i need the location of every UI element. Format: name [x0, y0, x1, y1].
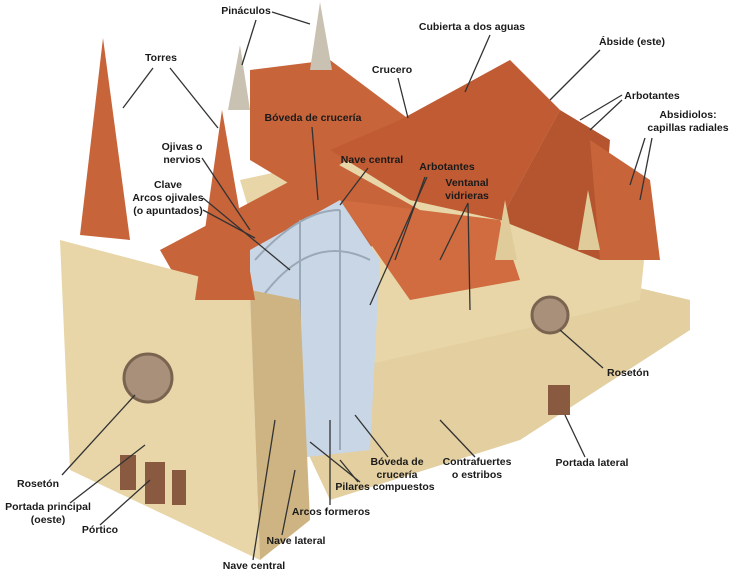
label-line: crucería	[376, 469, 418, 481]
pinnacle-1	[228, 45, 250, 110]
pinnacle-4	[578, 190, 600, 250]
label-line: capillas radiales	[647, 122, 729, 134]
label-portada-principal: Portada principal(oeste)	[5, 501, 91, 527]
label-line: Absidiolos:	[659, 109, 717, 121]
north-tower-spire	[80, 38, 130, 240]
label-line: (oeste)	[30, 514, 66, 526]
label-torres: Torres	[145, 52, 177, 64]
label-line: Ventanal	[445, 177, 489, 189]
label-portada-lateral: Portada lateral	[555, 457, 629, 469]
label-line: nervios	[163, 154, 201, 166]
west-rose-window	[122, 352, 174, 404]
label-roseton-left: Rosetón	[17, 478, 59, 490]
label-abside: Ábside (este)	[599, 36, 665, 48]
east-roof	[590, 140, 660, 260]
facade-side	[250, 290, 310, 560]
label-nave-lateral: Nave lateral	[266, 535, 326, 547]
label-pinaculos: Pináculos	[221, 5, 271, 17]
side-portal	[548, 385, 570, 415]
label-line: vidrieras	[445, 190, 489, 202]
label-line: Bóveda de	[370, 456, 424, 468]
label-nave-central-top: Nave central	[340, 154, 404, 166]
label-line: Clave	[153, 179, 183, 191]
label-nave-central-bottom: Nave central	[222, 560, 286, 572]
rib-vault	[254, 209, 371, 450]
label-line: o estribos	[451, 469, 503, 481]
label-line: Contrafuertes	[442, 456, 512, 468]
label-arbotantes-right: Arbotantes	[624, 90, 680, 102]
apse-roof	[500, 110, 610, 260]
label-crucero: Crucero	[371, 64, 413, 76]
label-absidiolos: Absidiolos:capillas radiales	[647, 109, 728, 135]
label-pilares: Pilares compuestos	[335, 481, 435, 493]
pinnacle-2	[310, 2, 332, 70]
label-cubierta: Cubierta a dos aguas	[418, 21, 526, 33]
label-boveda-top: Bóveda de crucería	[264, 112, 362, 124]
south-rose-window	[530, 295, 570, 335]
aisle-roof	[340, 200, 520, 300]
south-tower-spire	[195, 110, 255, 300]
label-line: Ojivas o	[161, 141, 203, 153]
label-arbotantes-mid: Arbotantes	[419, 161, 475, 173]
label-portico: Pórtico	[81, 524, 119, 536]
nave-roof	[250, 60, 410, 190]
leader-lines	[61, 11, 653, 561]
label-roseton-right: Rosetón	[607, 367, 649, 379]
portal-left	[120, 455, 136, 490]
pinnacle-3	[495, 200, 517, 260]
label-line: Arcos ojivales	[132, 192, 204, 204]
label-line: Portada principal	[5, 501, 91, 513]
label-arcos-formeros: Arcos formeros	[291, 506, 371, 518]
label-line: (o apuntados)	[133, 205, 203, 217]
portal-center	[145, 462, 165, 504]
transept-roof	[330, 60, 560, 220]
portal-right	[172, 470, 186, 505]
